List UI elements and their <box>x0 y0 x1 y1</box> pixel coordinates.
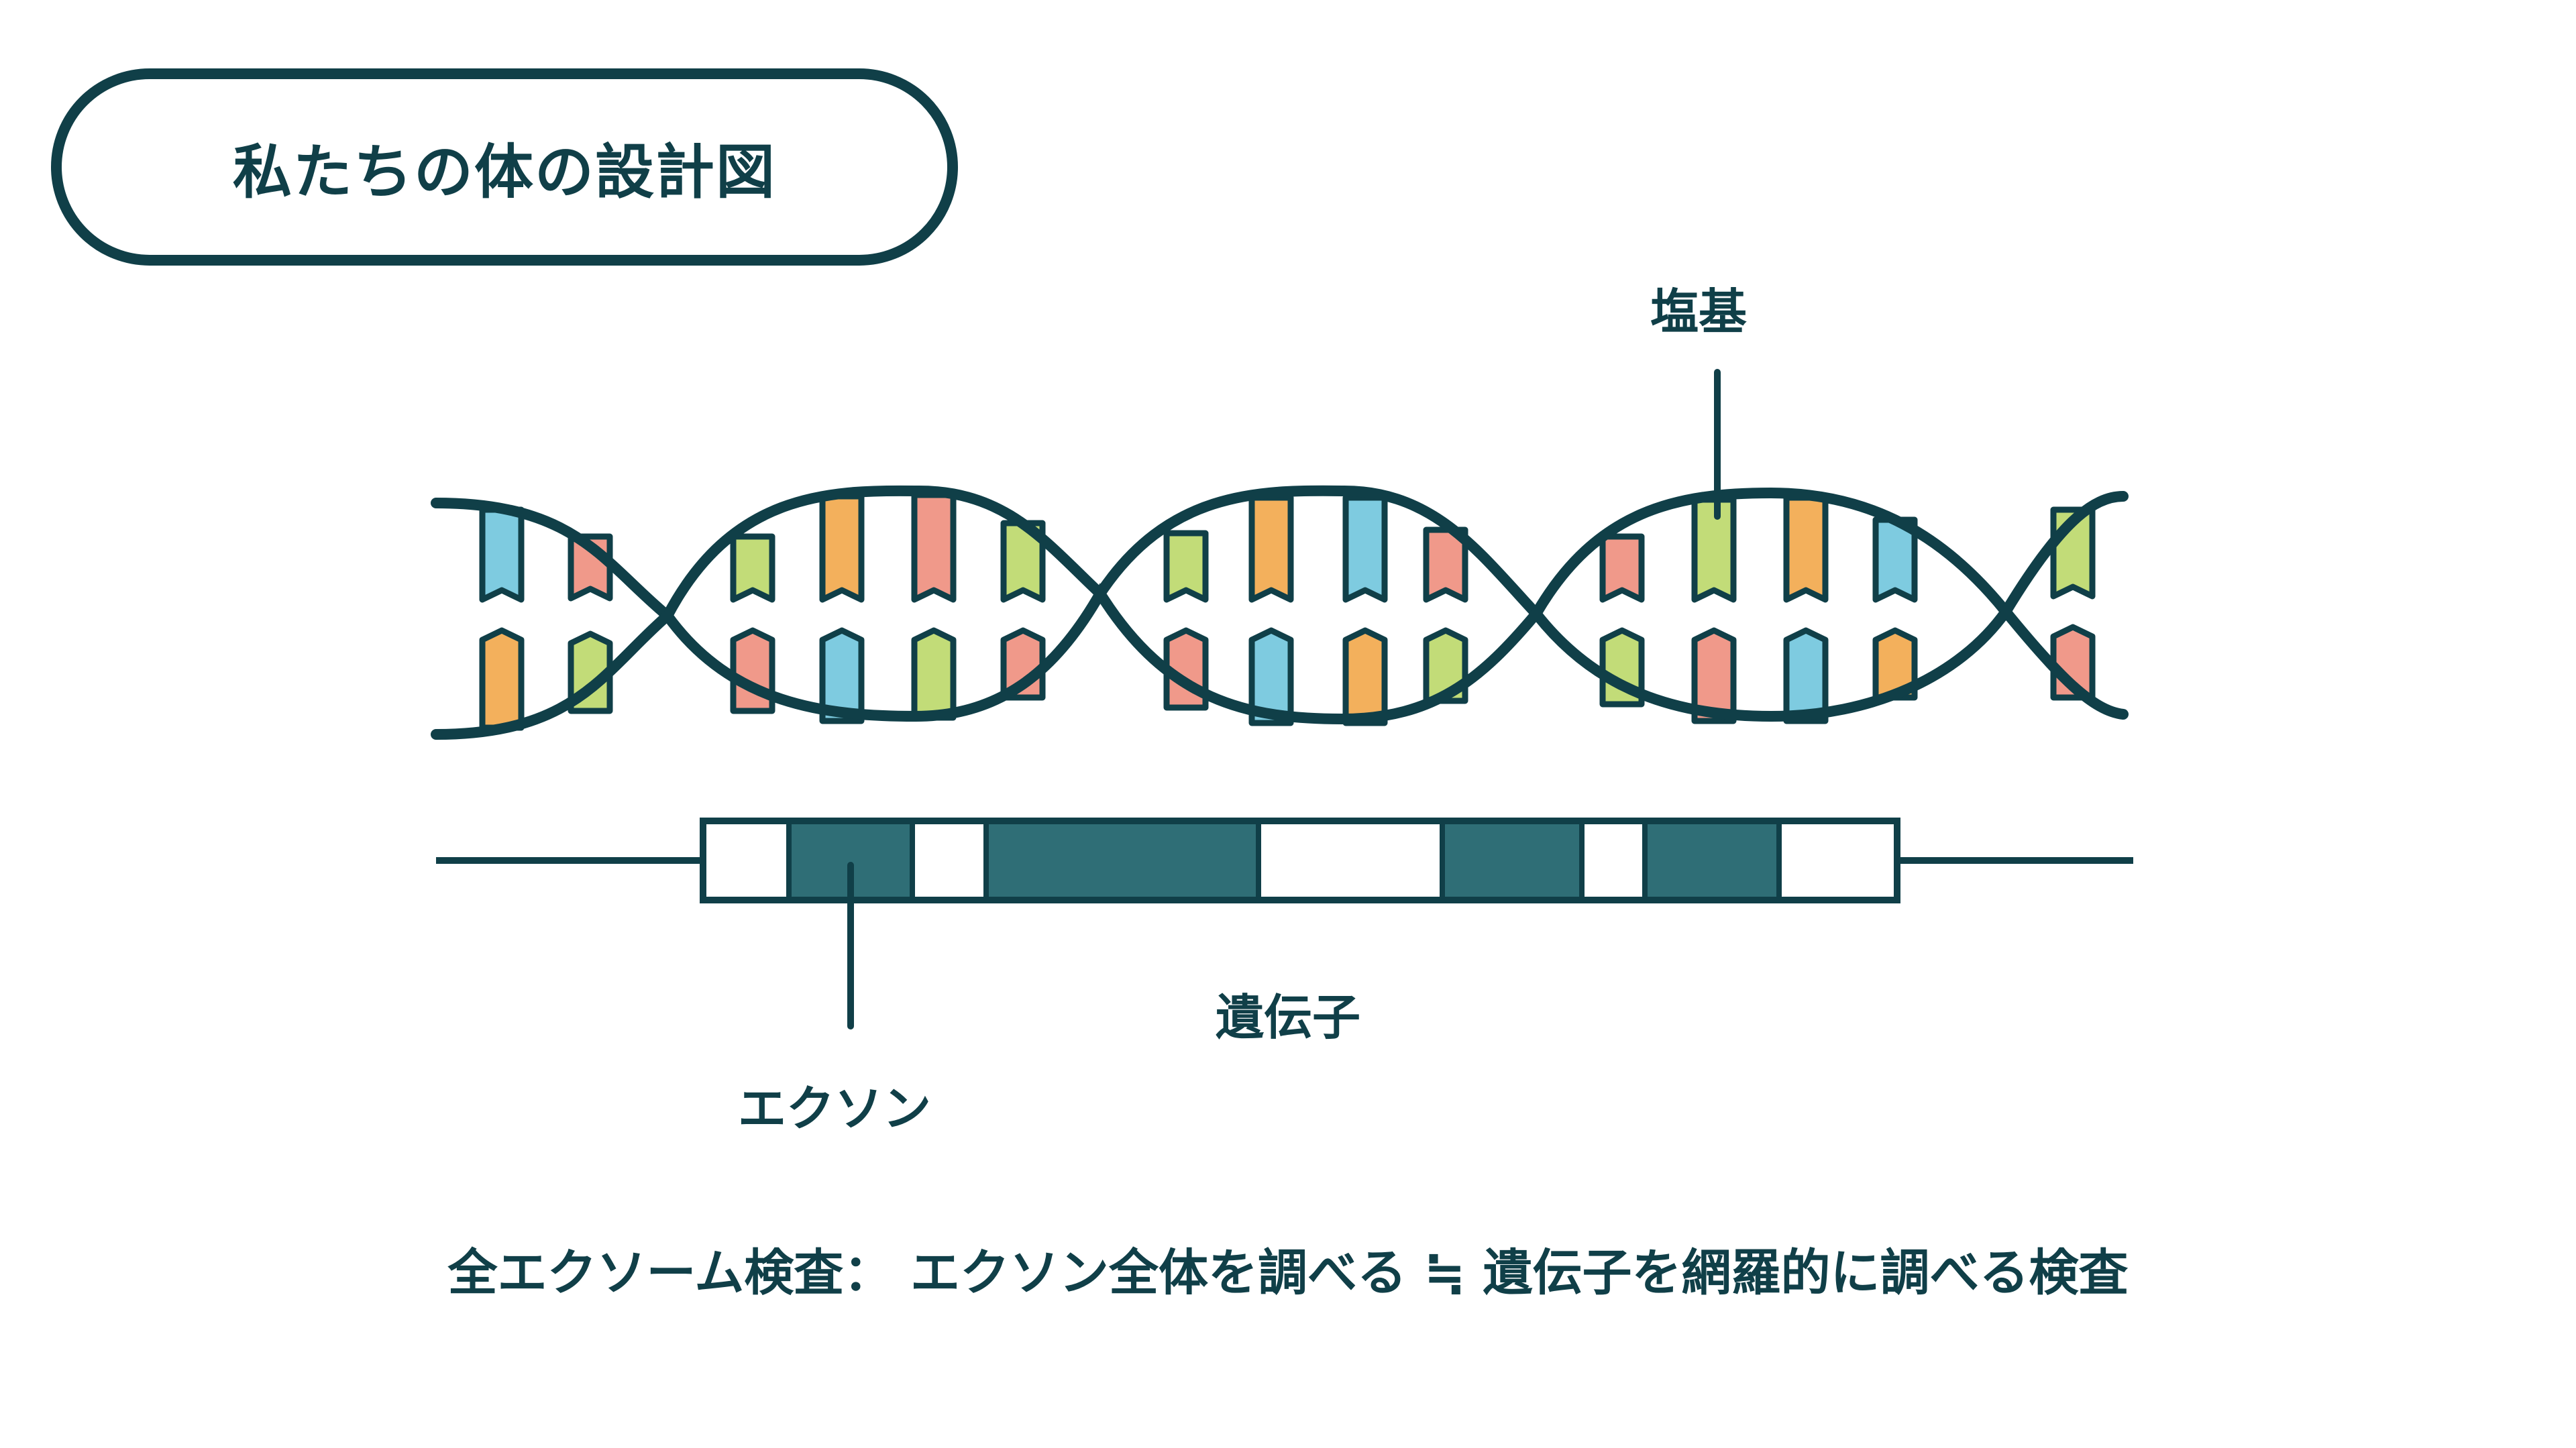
base-top-1 <box>482 510 521 600</box>
gene-segments <box>703 821 1897 900</box>
base-bottom-9 <box>1346 630 1385 723</box>
base-top-5 <box>914 495 953 600</box>
base-top-3 <box>733 537 772 600</box>
gene-segment-exon <box>986 821 1258 900</box>
gene-segment-intron <box>1258 821 1442 900</box>
gene-segment-intron <box>912 821 986 900</box>
base-top-13 <box>1786 498 1825 600</box>
base-top-4 <box>822 496 861 600</box>
base-top-11 <box>1603 537 1642 600</box>
base-top-8 <box>1252 498 1291 600</box>
gene-label: 遺伝子 <box>1216 978 1360 1048</box>
base-bottom-1 <box>482 630 521 728</box>
base-top-7 <box>1167 533 1205 600</box>
gene-bar <box>436 821 2133 900</box>
gene-segment-intron <box>1779 821 1897 900</box>
base-pair-rungs <box>482 495 2092 728</box>
caption: 全エクソーム検査： エクソン全体を調べる ≒ 遺伝子を網羅的に調べる検査 <box>0 1233 2576 1304</box>
gene-segment-exon <box>1442 821 1582 900</box>
base-top-9 <box>1346 498 1385 600</box>
base-bottom-13 <box>1786 630 1825 721</box>
gene-segment-intron <box>703 821 789 900</box>
gene-segment-intron <box>1582 821 1645 900</box>
exon-label: エクソン <box>738 1069 931 1139</box>
base-bottom-5 <box>914 630 953 718</box>
gene-segment-exon <box>1645 821 1779 900</box>
